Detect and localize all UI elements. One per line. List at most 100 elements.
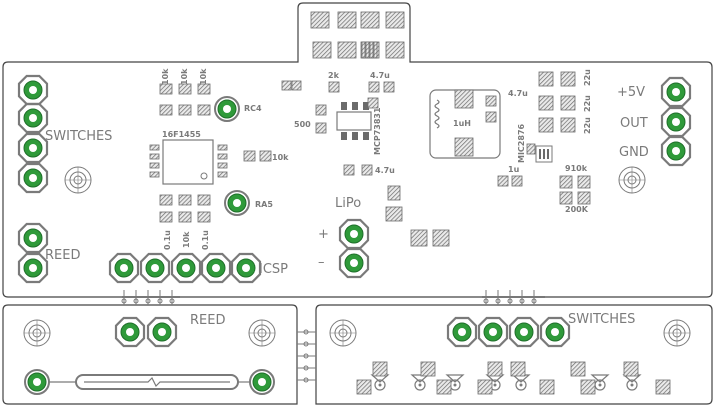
resistor-pad (577, 175, 591, 189)
label-lipo: LiPo (335, 196, 361, 211)
smd-pads-layer (149, 11, 671, 395)
mcu-pin-right (217, 171, 228, 178)
capacitor-pad (497, 175, 509, 187)
reed-bottom-pin-2 (146, 316, 178, 348)
switch-pad (580, 379, 596, 395)
top-tab-fine-pad (365, 41, 370, 59)
mcu-pin-left (149, 162, 160, 169)
capacitor-pad (560, 117, 576, 133)
switches-pin-2 (17, 102, 49, 134)
inductor-pad (454, 137, 474, 157)
capacitor-pad (197, 211, 211, 223)
boost-ic-footprint (535, 145, 553, 163)
capacitor-pad (485, 95, 497, 107)
switch-pad (539, 379, 555, 395)
capacitor-pad (485, 111, 497, 123)
power-pin-1 (660, 76, 692, 108)
capacitor-pad (328, 81, 340, 93)
label-r2k: 2k (328, 71, 340, 80)
resistor-pad (315, 122, 327, 134)
top-tab-fine-pad (361, 41, 366, 59)
switch-pad (436, 379, 452, 395)
resistor-pad (559, 175, 573, 189)
mcu-footprint (162, 139, 214, 185)
label-r10k-b: 10k (180, 68, 189, 85)
label-plus: + (318, 227, 329, 242)
led-icon (622, 374, 642, 391)
label-c22u-a: 22u (583, 69, 592, 86)
mounting-hole-icon (23, 319, 51, 347)
lipo-pin-2 (338, 247, 370, 279)
led-icon (511, 374, 531, 391)
label-r10k-e: 10k (182, 231, 191, 248)
resistor-pad (197, 104, 211, 116)
label-c47u-c: 4.7u (508, 89, 528, 98)
led-icon (370, 374, 390, 391)
label-r500: 500 (294, 120, 311, 129)
switches-bottom-pin-1 (446, 316, 478, 348)
label-rc4: RC4 (244, 104, 262, 113)
label-c47u-b: 4.7u (375, 166, 395, 175)
label-gnd: GND (619, 145, 649, 160)
label-reed-left: REED (45, 248, 80, 263)
silkscreen-layer (49, 89, 642, 391)
bottom-right-panel-edge (315, 304, 713, 405)
top-tab-fine-pad (373, 41, 378, 59)
capacitor-pad (538, 95, 554, 111)
capacitor-pad (368, 81, 380, 93)
capacitor-pad (361, 164, 373, 176)
label-r10k-c: 10k (199, 68, 208, 85)
mounting-hole-icon (248, 319, 276, 347)
icsp-pin-2 (139, 252, 171, 284)
label-minus: – (318, 255, 325, 270)
mcu-pin-left (149, 171, 160, 178)
led-pad (291, 80, 302, 91)
resistor-pad (178, 83, 192, 95)
capacitor-pad (538, 117, 554, 133)
reed-switch-pad-2 (249, 369, 275, 395)
top-tab-pad (385, 11, 405, 29)
resistor-pad (178, 104, 192, 116)
mounting-hole-icon (64, 166, 92, 194)
reed-pin-1 (17, 222, 49, 254)
lipo-pin-1 (338, 218, 370, 250)
mouse-bites (121, 290, 537, 383)
capacitor-pad (178, 211, 192, 223)
label-mcu: 16F1455 (162, 130, 201, 139)
mcu-pin-right (217, 144, 228, 151)
text-labels-layer: SWITCHES REED ICSP LiPo + – +5V OUT GND … (45, 68, 649, 328)
label-r10k-a: 10k (161, 68, 170, 85)
label-c1u: 1u (508, 165, 520, 174)
label-boost: MIC2876 (517, 123, 526, 163)
switch-pad (655, 379, 671, 395)
label-r910k: 910k (565, 164, 588, 173)
switches-pin-1 (17, 74, 49, 106)
top-tab-pad (385, 41, 405, 59)
ra5-testpoint (224, 190, 250, 216)
top-tab-pad (310, 11, 330, 29)
label-switches-left: SWITCHES (45, 129, 112, 144)
top-tab-pad (337, 41, 357, 59)
switches-bottom-pin-2 (477, 316, 509, 348)
mcu-pin-left (149, 144, 160, 151)
capacitor-pad (159, 194, 173, 206)
power-pin-3 (660, 135, 692, 167)
inductor-pad (454, 89, 474, 109)
mounting-hole-icon (663, 319, 691, 347)
switch-pad (356, 379, 372, 395)
through-hole-pads-layer (17, 74, 692, 395)
label-reed-bottom: REED (190, 313, 225, 328)
led-pad (281, 80, 292, 91)
label-inductor: 1uH (453, 119, 471, 128)
resistor-pad (559, 191, 573, 205)
switch-pad (487, 361, 503, 377)
switches-pin-4 (17, 162, 49, 194)
top-tab-fine-pad (369, 41, 374, 59)
switches-pin-3 (17, 132, 49, 164)
label-plus5v: +5V (617, 85, 645, 100)
icsp-pin-4 (200, 252, 232, 284)
label-c47u-a: 4.7u (370, 71, 390, 80)
regulator-footprint (336, 102, 372, 140)
resistor-pad (526, 143, 536, 155)
